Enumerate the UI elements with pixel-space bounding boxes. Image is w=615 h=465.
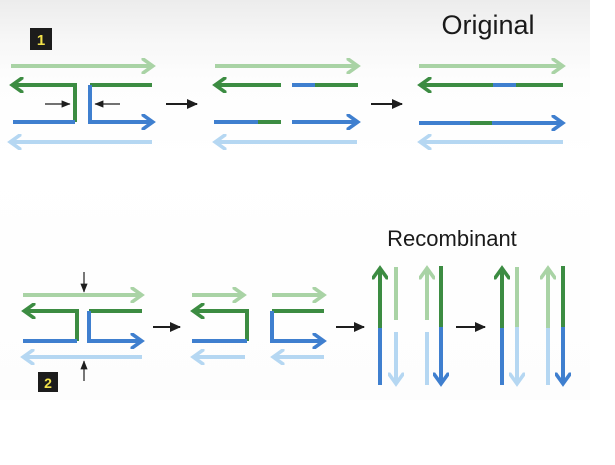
cut-sites-diagram — [23, 272, 142, 381]
original-product-diagram — [419, 66, 563, 142]
badge-number: 1 — [37, 32, 45, 49]
nicked-recombinant-diagram — [380, 266, 441, 385]
panel-2: Recombinant 2 — [23, 226, 563, 392]
badge-box — [30, 28, 52, 50]
sealed-recombinant-diagram — [502, 266, 563, 385]
recombinant-label: Recombinant — [387, 226, 517, 251]
dark-green-strand-left-arrow — [13, 85, 77, 122]
original-label: Original — [441, 10, 534, 40]
dsb-gap-diagram — [11, 66, 152, 142]
cut-duplexes-diagram — [192, 295, 324, 357]
badge-number: 2 — [44, 375, 52, 391]
blue-strand-right-arrow — [87, 311, 141, 341]
gap-filled-diagram — [214, 66, 358, 142]
badge-box — [38, 372, 58, 392]
dark-green-strand-left-arrow — [194, 311, 249, 341]
dark-green-strand-left-arrow — [25, 311, 79, 341]
step-badge-1: 1 — [30, 28, 52, 50]
blue-strand-right-arrow — [88, 85, 152, 122]
panel-1: 1 Original — [11, 10, 563, 142]
step-badge-2: 2 — [38, 372, 58, 392]
blue-strand-right-arrow — [270, 311, 323, 341]
